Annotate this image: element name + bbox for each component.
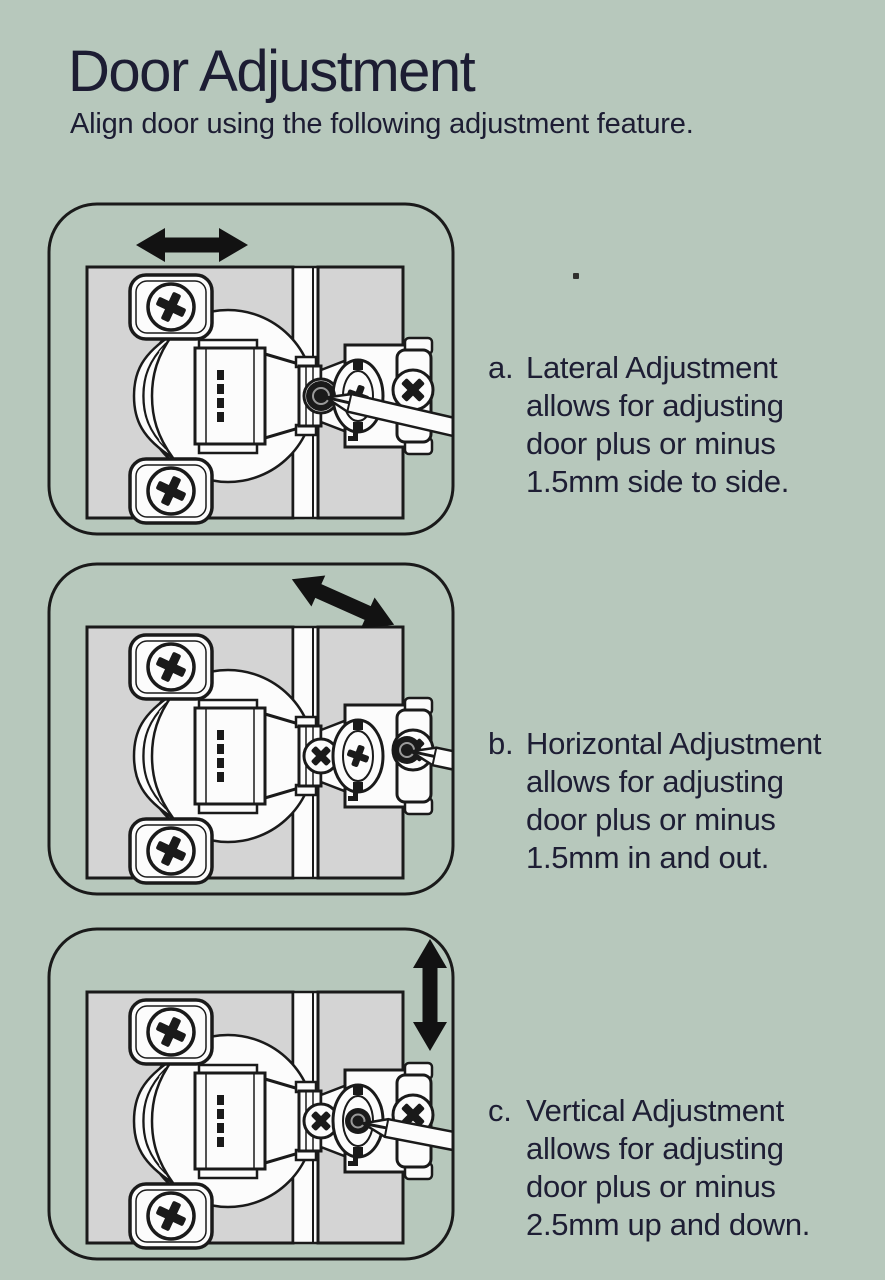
up-down-arrow-icon [413, 939, 447, 1051]
stray-dot [573, 273, 579, 279]
caption-label: a. [488, 350, 514, 385]
caption-horizontal-adjustment: b. Horizontal Adjustment allows for adju… [488, 725, 822, 877]
hinge-illustration [87, 627, 433, 883]
caption-text: Lateral Adjustment allows for adjusting … [526, 350, 790, 499]
caption-text: Vertical Adjustment allows for adjusting… [526, 1093, 811, 1242]
left-right-arrow-icon [136, 228, 248, 262]
hinge-diagram-lateral [47, 202, 455, 536]
hinge-illustration [87, 267, 433, 523]
screwdriver-icon [345, 1108, 453, 1164]
caption-label: b. [488, 726, 514, 761]
caption-text: Horizontal Adjustment allows for adjusti… [526, 726, 822, 875]
hinge-diagram-horizontal [47, 562, 455, 896]
screwdriver-icon [306, 381, 453, 443]
caption-label: c. [488, 1093, 512, 1128]
hinge-diagram-vertical [47, 927, 455, 1261]
page-subtitle: Align door using the following adjustmen… [70, 108, 694, 140]
caption-lateral-adjustment: a. Lateral Adjustment allows for adjusti… [488, 349, 789, 501]
screwdriver-icon [393, 736, 453, 794]
caption-vertical-adjustment: c. Vertical Adjustment allows for adjust… [488, 1092, 810, 1244]
page-title: Door Adjustment [68, 39, 476, 104]
